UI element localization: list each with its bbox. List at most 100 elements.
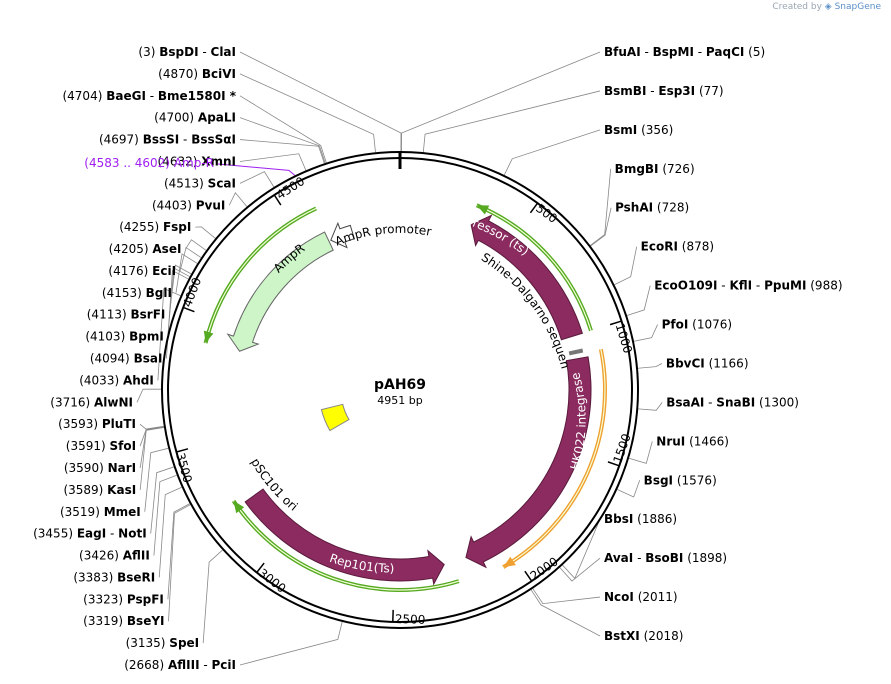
feature-annotation-pos: (4583 .. 4602) — [84, 156, 170, 170]
site-leader — [239, 73, 376, 153]
ruler-tick-label: 3500 — [173, 451, 195, 484]
annotation-arc-orange-core — [502, 349, 606, 568]
site-enzyme-name: BbsI — [604, 512, 633, 526]
site-leader — [228, 191, 248, 207]
restriction-site-label: (4094) BsaI — [90, 352, 163, 366]
annotation-arrowhead — [476, 205, 490, 215]
plasmid-name: pAH69 — [374, 377, 426, 393]
site-leader — [139, 426, 164, 469]
restriction-site-label: (4403) PvuI — [152, 198, 225, 212]
site-enzyme-name: BfuAI — [604, 45, 641, 59]
site-leader — [239, 139, 325, 164]
site-enzyme-name: FspI — [163, 220, 191, 234]
site-leader — [202, 549, 223, 644]
restriction-site-label: (4700) ApaLI — [154, 111, 236, 125]
site-position: (4103) — [85, 330, 125, 344]
restriction-site-label: BfuAI - BspMI - PaqCI (5) — [604, 45, 765, 59]
site-enzyme-name: PfoI — [662, 318, 689, 332]
site-enzyme-name: EcoO109I — [654, 279, 717, 293]
site-enzyme-name: BspDI — [159, 45, 198, 59]
site-leader — [530, 589, 601, 637]
restriction-site-label: PfoI (1076) — [662, 318, 732, 332]
site-enzyme-name: AhdI — [123, 373, 154, 387]
restriction-site-label: BbvCI (1166) — [666, 356, 749, 370]
site-enzyme-name: BaeGI — [106, 89, 146, 103]
site-leader — [590, 168, 612, 246]
restriction-site-label: (4103) BpmI — [85, 330, 163, 344]
ruler-tick — [607, 461, 620, 467]
site-position: (356) — [641, 123, 673, 137]
feature-ampr — [226, 231, 334, 352]
restriction-site-label: (2668) AflIII - PciI — [124, 658, 236, 672]
restriction-site-label: (3593) PluTI — [58, 417, 136, 431]
ruler-tick — [273, 194, 282, 206]
site-position: (4176) — [108, 264, 148, 278]
site-enzyme-name: NotI — [118, 527, 147, 541]
site-leader — [614, 246, 638, 285]
site-position: (4255) — [119, 220, 159, 234]
restriction-site-label: (3590) NarI — [64, 461, 136, 475]
site-leader — [136, 388, 162, 403]
site-separator: - — [200, 658, 212, 672]
ruler-tick-label: 4000 — [180, 276, 204, 310]
site-leader — [626, 285, 651, 316]
restriction-site-label: NruI (1466) — [656, 434, 729, 448]
restriction-site-label: (3319) BseYI — [83, 614, 164, 628]
site-enzyme-name: EcoRI — [641, 240, 678, 254]
site-leader — [590, 207, 612, 247]
restriction-site-label: (4632) XmnI — [158, 154, 237, 168]
site-enzyme-name: AflII — [123, 549, 150, 563]
site-position: (4113) — [87, 308, 127, 322]
ruler-tick — [176, 448, 189, 453]
site-position: (3589) — [63, 483, 103, 497]
restriction-site-label: (3519) MmeI — [60, 505, 141, 519]
site-leader — [239, 51, 402, 152]
site-position: (2018) — [644, 629, 684, 643]
feature-repressor-ts — [470, 214, 583, 341]
ruler-tick — [182, 306, 195, 313]
feature-annotation-leader — [217, 163, 296, 176]
site-position: (4697) — [99, 133, 139, 147]
site-leader — [637, 363, 663, 369]
restriction-site-label: BsmI (356) — [604, 123, 673, 137]
site-enzyme-name: MmeI — [104, 505, 141, 519]
site-enzyme-name: PvuI — [196, 198, 226, 212]
restriction-site-label: (3135) SpeI — [126, 636, 200, 650]
restriction-site-label: (3426) AflII — [79, 549, 150, 563]
site-leader — [628, 441, 653, 464]
site-position: (3) — [138, 45, 155, 59]
site-enzyme-name: BmgBI — [615, 162, 659, 176]
site-enzyme-name: BsrFI — [130, 308, 165, 322]
restriction-site-label: (3383) BseRI — [73, 570, 155, 584]
feature-shine-dalgarno-sequence — [568, 348, 584, 356]
site-enzyme-name: SnaBI — [716, 395, 755, 409]
site-position: (878) — [682, 240, 714, 254]
site-enzyme-name: BstXI — [604, 629, 640, 643]
site-position: (4205) — [109, 242, 149, 256]
site-separator: - — [199, 45, 211, 59]
annotation-arc-green-core — [205, 207, 317, 344]
site-position: (3716) — [50, 395, 90, 409]
site-leader — [422, 90, 601, 153]
site-enzyme-name: AlwNI — [94, 395, 133, 409]
site-leader — [150, 466, 174, 534]
feature-annotation-ampr: (4583 .. 4602) Amp-R — [84, 156, 214, 170]
site-enzyme-name: NcoI — [604, 590, 634, 604]
site-leader — [139, 423, 164, 430]
site-position: (3591) — [66, 439, 106, 453]
restriction-site-label: (4870) BciVI — [158, 67, 236, 81]
restriction-site-label: (3589) KasI — [63, 483, 136, 497]
site-separator: - — [641, 45, 653, 59]
site-enzyme-name: SpeI — [169, 636, 199, 650]
site-position: (5) — [748, 45, 765, 59]
credit-brand: SnapGene — [834, 2, 881, 12]
site-leader — [503, 129, 601, 176]
site-enzyme-name: BseRI — [117, 570, 155, 584]
annotation-arc-green-core — [233, 500, 460, 591]
site-position: (1576) — [677, 473, 717, 487]
site-position: (728) — [657, 201, 689, 215]
restriction-site-label: AvaI - BsoBI (1898) — [604, 551, 727, 565]
site-position: (4704) — [62, 89, 102, 103]
site-enzyme-name: KflI — [729, 279, 752, 293]
site-enzyme-name: BssSI — [143, 133, 180, 147]
